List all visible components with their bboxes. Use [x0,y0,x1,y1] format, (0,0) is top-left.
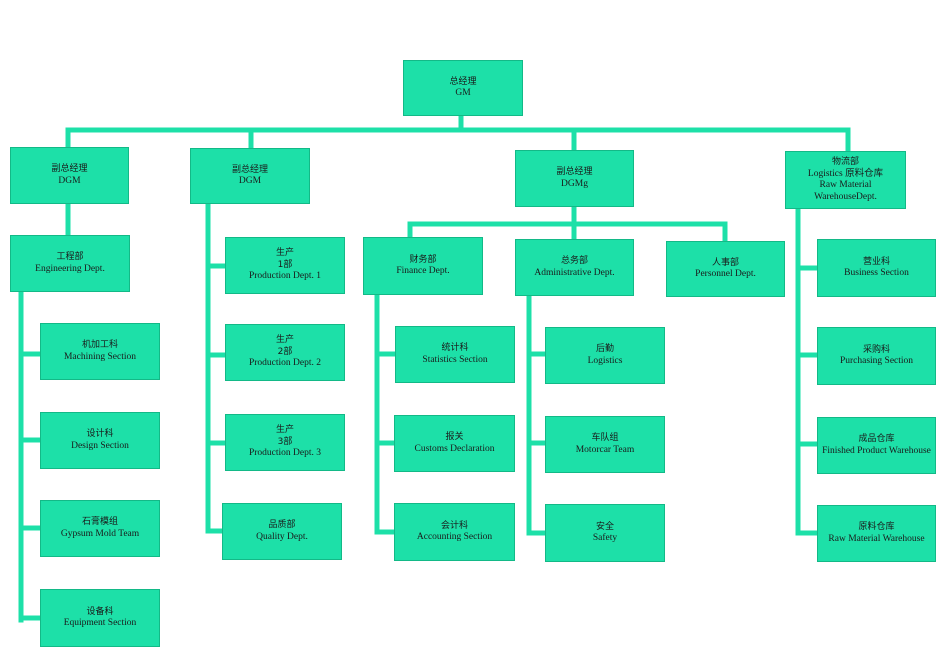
raw-zh: 原料仓库 [858,522,895,532]
engineering-dept-box: 工程部 Engineering Dept. [10,235,130,292]
purchasing-section-box: 采购科 Purchasing Section [817,327,936,385]
production-dept-2-box: 生产 2部 Production Dept. 2 [225,324,345,381]
finished-product-warehouse-box: 成品仓库 Finished Product Warehouse [817,417,936,474]
logistics-section-box: 后勤 Logistics [545,327,665,384]
safety-box: 安全 Safety [545,504,665,562]
prod2-zh-2: 2部 [277,346,293,357]
statistics-en: Statistics Section [422,354,488,365]
safety-zh: 安全 [595,521,614,532]
prod1-zh: 生产 [275,248,294,259]
production-dept-1-box: 生产 1部 Production Dept. 1 [225,237,345,294]
quality-zh: 品质部 [268,520,296,530]
gm-en: GM [455,88,471,98]
motorcar-en: Motorcar Team [575,444,635,455]
logistics-sub-zh: 后勤 [595,344,614,354]
dgm-2-box: 副总经理 DGM [190,148,310,204]
admin-zh: 总务部 [560,256,588,266]
logistics-dept-en-3: WarehouseDept. [814,191,877,202]
purchasing-en: Purchasing Section [839,356,914,366]
dgm-2-zh: 副总经理 [231,164,268,175]
design-section-box: 设计科 Design Section [40,412,160,469]
motorcar-team-box: 车队组 Motorcar Team [545,416,665,473]
machining-en: Machining Section [63,351,137,362]
purchasing-zh: 采购科 [862,344,890,355]
customs-en: Customs Declaration [414,443,495,454]
dgm-1-en: DGM [58,175,81,186]
finished-en: Finished Product Warehouse [822,445,931,456]
gm-box: 总经理 GM [403,60,523,116]
prod2-zh: 生产 [275,335,294,346]
personnel-dept-box: 人事部 Personnel Dept. [666,241,785,297]
gypsum-mold-team-box: 石膏模组 Gypsum Mold Team [40,500,160,557]
finance-dept-box: 财务部 Finance Dept. [363,237,483,295]
dgm-2-en: DGM [238,176,262,186]
production-dept-3-box: 生产 3部 Production Dept. 3 [225,414,345,471]
prod3-zh: 生产 [275,425,294,436]
logistics-dept-en-1: Logistics 原料仓库 [807,168,884,179]
equipment-zh: 设备科 [86,606,114,617]
logistics-sub-en: Logistics [587,355,623,366]
logistics-dept-box: 物流部 Logistics 原料仓库 Raw Material Warehous… [785,151,906,209]
personnel-en: Personnel Dept. [695,269,756,279]
prod1-en: Production Dept. 1 [248,271,322,282]
design-en: Design Section [71,440,129,451]
admin-en: Administrative Dept. [534,267,615,278]
customs-zh: 报关 [445,432,464,442]
finished-zh: 成品仓库 [858,434,895,444]
gypsum-zh: 石膏模组 [81,517,118,527]
accounting-en: Accounting Section [416,532,493,542]
motorcar-zh: 车队组 [591,433,619,443]
customs-declaration-box: 报关 Customs Declaration [394,415,515,472]
equipment-section-box: 设备科 Equipment Section [40,589,160,647]
logistics-dept-zh: 物流部 [831,157,859,167]
raw-en: Raw Material Warehouse [828,533,925,544]
prod3-zh-2: 3部 [277,436,293,447]
engineering-zh: 工程部 [56,252,84,262]
quality-en: Quality Dept. [256,531,308,542]
quality-dept-box: 品质部 Quality Dept. [222,503,342,560]
personnel-zh: 人事部 [711,257,739,268]
engineering-en: Engineering Dept. [35,263,105,274]
gypsum-en: Gypsum Mold Team [60,528,140,539]
accounting-zh: 会计科 [440,520,468,531]
equipment-en: Equipment Section [63,618,137,628]
statistics-section-box: 统计科 Statistics Section [395,326,515,383]
dgm-3-zh: 副总经理 [556,167,593,177]
machining-zh: 机加工科 [81,340,118,350]
business-zh: 营业科 [862,256,890,267]
statistics-zh: 统计科 [441,343,469,353]
administrative-dept-box: 总务部 Administrative Dept. [515,239,634,296]
finance-zh: 财务部 [409,254,437,265]
raw-material-warehouse-box: 原料仓库 Raw Material Warehouse [817,505,936,562]
business-en: Business Section [844,268,909,278]
business-section-box: 营业科 Business Section [817,239,936,297]
prod1-zh-2: 1部 [277,259,293,270]
finance-en: Finance Dept. [396,266,450,276]
gm-zh: 总经理 [449,76,477,87]
dgm-3-en: DGMg [561,178,588,189]
logistics-dept-en-2: Raw Material [819,180,872,190]
dgm-1-box: 副总经理 DGM [10,147,129,204]
machining-section-box: 机加工科 Machining Section [40,323,160,380]
prod2-en: Production Dept. 2 [248,358,322,369]
design-zh: 设计科 [86,429,114,439]
safety-en: Safety [592,533,618,543]
dgm-3-box: 副总经理 DGMg [515,150,634,207]
accounting-section-box: 会计科 Accounting Section [394,503,515,561]
dgm-1-zh: 副总经理 [51,164,88,174]
prod3-en: Production Dept. 3 [248,448,322,459]
